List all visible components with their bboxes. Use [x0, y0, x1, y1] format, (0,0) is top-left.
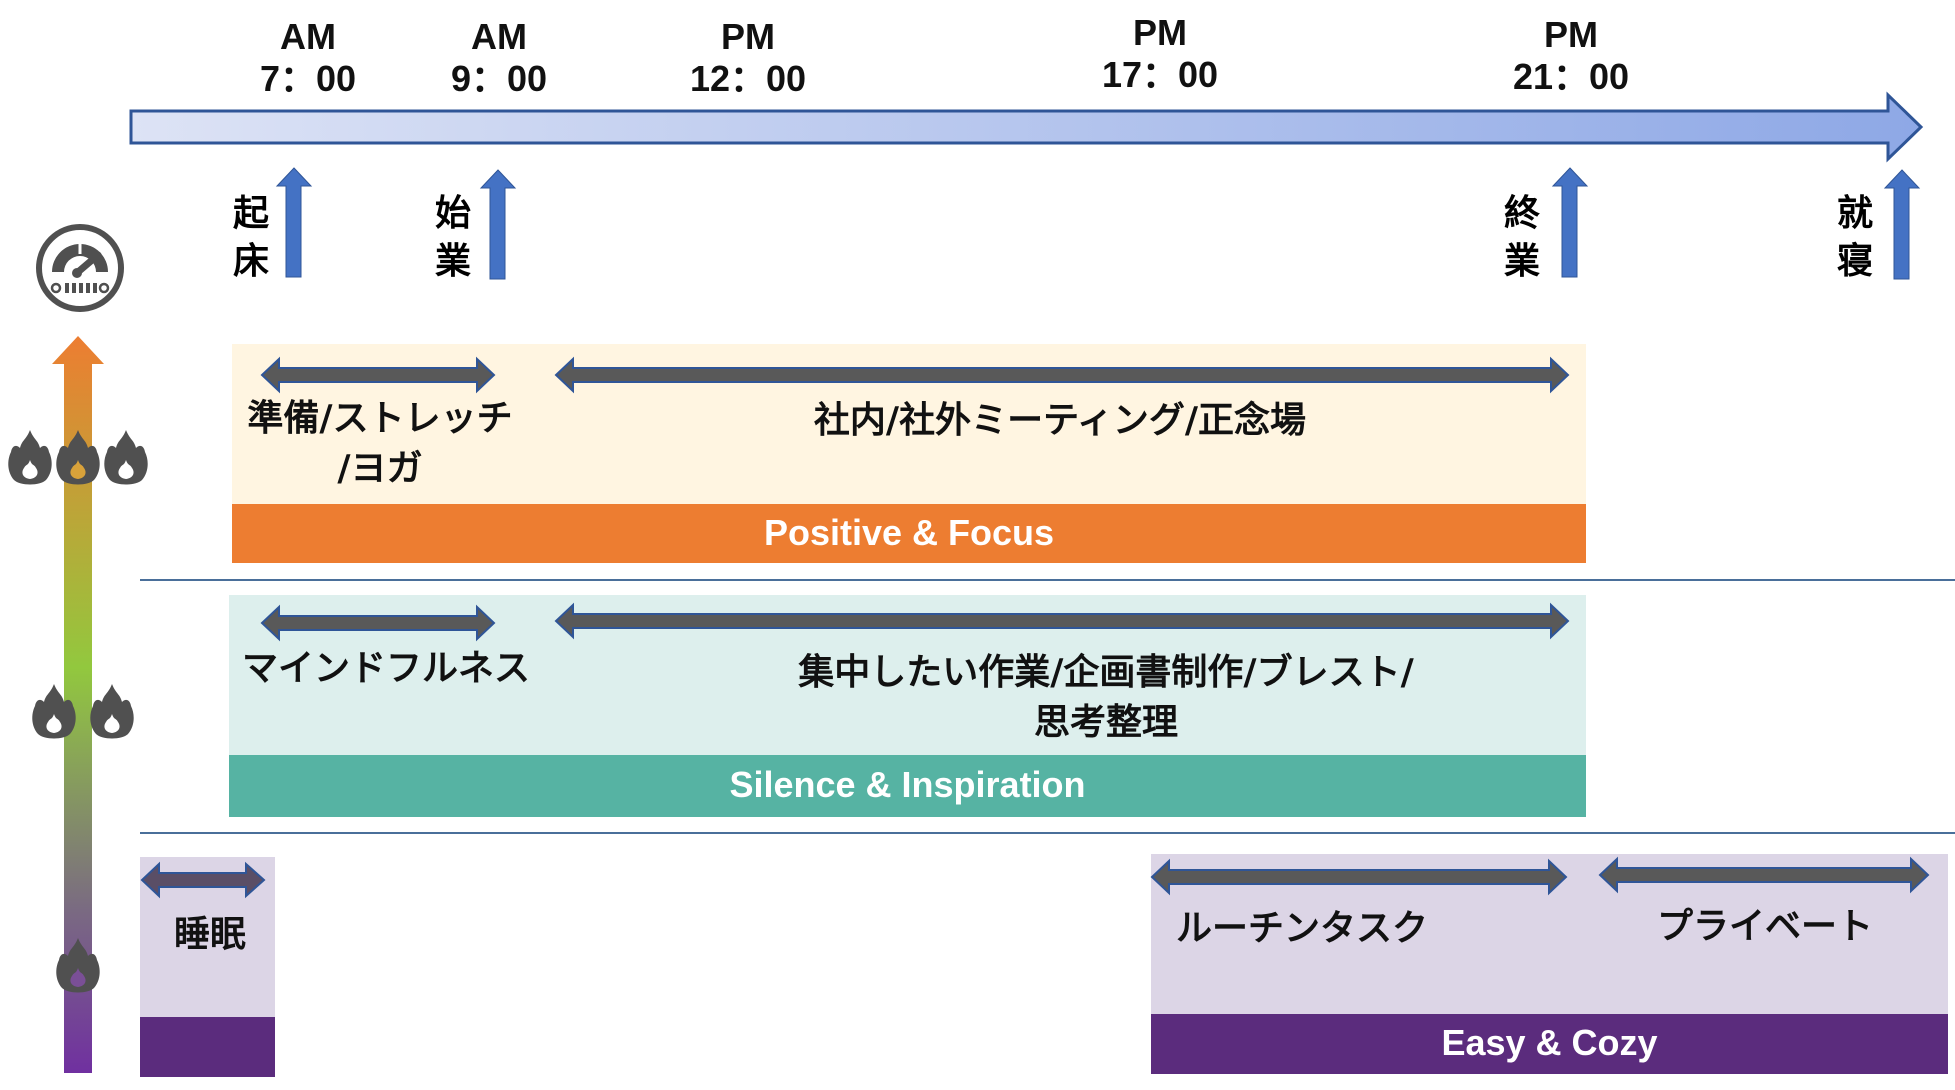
milestone-char: 業: [434, 241, 471, 282]
time-label-1700: PM 17：00: [1080, 12, 1240, 96]
time-period: PM: [1544, 14, 1598, 55]
activity-line: 集中したい作業/企画書制作/ブレスト/: [798, 652, 1414, 693]
activity-line: マインドフルネス: [241, 648, 530, 689]
activity-line: 思考整理: [1033, 702, 1178, 743]
gauge-icon: [36, 224, 124, 312]
flame-icon: [104, 430, 148, 485]
range-arrow-icon: [260, 604, 496, 642]
activity-line: プライベート: [1656, 906, 1873, 947]
band-easy-sleep-block: [140, 857, 275, 1077]
band-title: Positive & Focus: [763, 512, 1055, 553]
band-divider: [140, 579, 1955, 581]
activity-sleep: 睡眠: [150, 910, 270, 960]
activity-line: 社内/社外ミーティング/正念場: [813, 400, 1307, 441]
milestone-char: 床: [232, 241, 269, 282]
flame-icon: [90, 684, 134, 739]
flame-icon: [8, 430, 52, 485]
milestone-char: 就: [1836, 193, 1873, 234]
milestone-work-end: 終 業: [1501, 190, 1543, 286]
band-title: Silence & Inspiration: [729, 764, 1086, 805]
band-title-bar: Easy & Cozy: [1151, 1014, 1948, 1074]
activity-focused-work: 集中したい作業/企画書制作/ブレスト/ 思考整理: [700, 648, 1512, 748]
band-divider: [140, 832, 1955, 834]
range-arrow-icon: [260, 356, 496, 394]
flame-icon: [56, 938, 100, 993]
milestone-arrow-up-icon: [275, 167, 313, 278]
activity-line: 準備/ストレッチ: [247, 398, 513, 439]
activity-line: 睡眠: [173, 914, 246, 955]
time-period: AM: [471, 16, 527, 57]
time-period: PM: [1133, 12, 1187, 53]
range-arrow-icon: [140, 861, 266, 899]
range-arrow-icon: [554, 602, 1570, 640]
milestone-wake-up: 起 床: [230, 190, 272, 286]
band-title-bar: Silence & Inspiration: [229, 755, 1586, 817]
milestone-char: 業: [1503, 241, 1540, 282]
range-arrow-icon: [1150, 858, 1568, 896]
flame-icon: [56, 430, 100, 485]
activity-line: ルーチンタスク: [1176, 908, 1429, 949]
milestone-char: 終: [1503, 193, 1540, 234]
time-value: 21：00: [1512, 56, 1630, 97]
time-label-2100: PM 21：00: [1491, 14, 1651, 98]
milestone-arrow-up-icon: [479, 169, 517, 280]
activity-routine-tasks: ルーチンタスク: [1176, 904, 1476, 954]
time-label-0900: AM 9：00: [419, 16, 579, 100]
milestone-arrow-up-icon: [1883, 169, 1921, 280]
activity-prep-stretch-yoga: 準備/ストレッチ /ヨガ: [222, 394, 538, 494]
range-arrow-icon: [1598, 856, 1930, 894]
time-period: PM: [721, 16, 775, 57]
milestone-char: 始: [434, 193, 471, 234]
milestone-work-start: 始 業: [432, 190, 474, 286]
activity-meetings: 社内/社外ミーティング/正念場: [640, 396, 1480, 446]
milestone-char: 起: [232, 193, 269, 234]
range-arrow-icon: [554, 356, 1570, 394]
milestone-char: 寝: [1836, 241, 1873, 282]
band-silence-inspiration: Silence & Inspiration: [229, 595, 1586, 817]
band-title-bar: [140, 1017, 275, 1077]
milestone-arrow-up-icon: [1551, 167, 1589, 278]
time-period: AM: [280, 16, 336, 57]
energy-level-arrow: [52, 336, 104, 1073]
time-value: 12：00: [689, 58, 807, 99]
time-value: 9：00: [450, 58, 548, 99]
time-label-0700: AM 7：00: [228, 16, 388, 100]
flame-icon: [32, 684, 76, 739]
time-label-1200: PM 12：00: [668, 16, 828, 100]
time-value: 17：00: [1101, 54, 1219, 95]
band-title-bar: Positive & Focus: [232, 504, 1586, 563]
band-title: Easy & Cozy: [1441, 1022, 1658, 1063]
time-value: 7：00: [259, 58, 357, 99]
activity-mindfulness: マインドフルネス: [218, 644, 554, 694]
activity-private: プライベート: [1620, 902, 1910, 952]
activity-line: /ヨガ: [337, 448, 423, 489]
milestone-bedtime: 就 寝: [1834, 190, 1876, 286]
timeline-arrow: [129, 91, 1924, 163]
